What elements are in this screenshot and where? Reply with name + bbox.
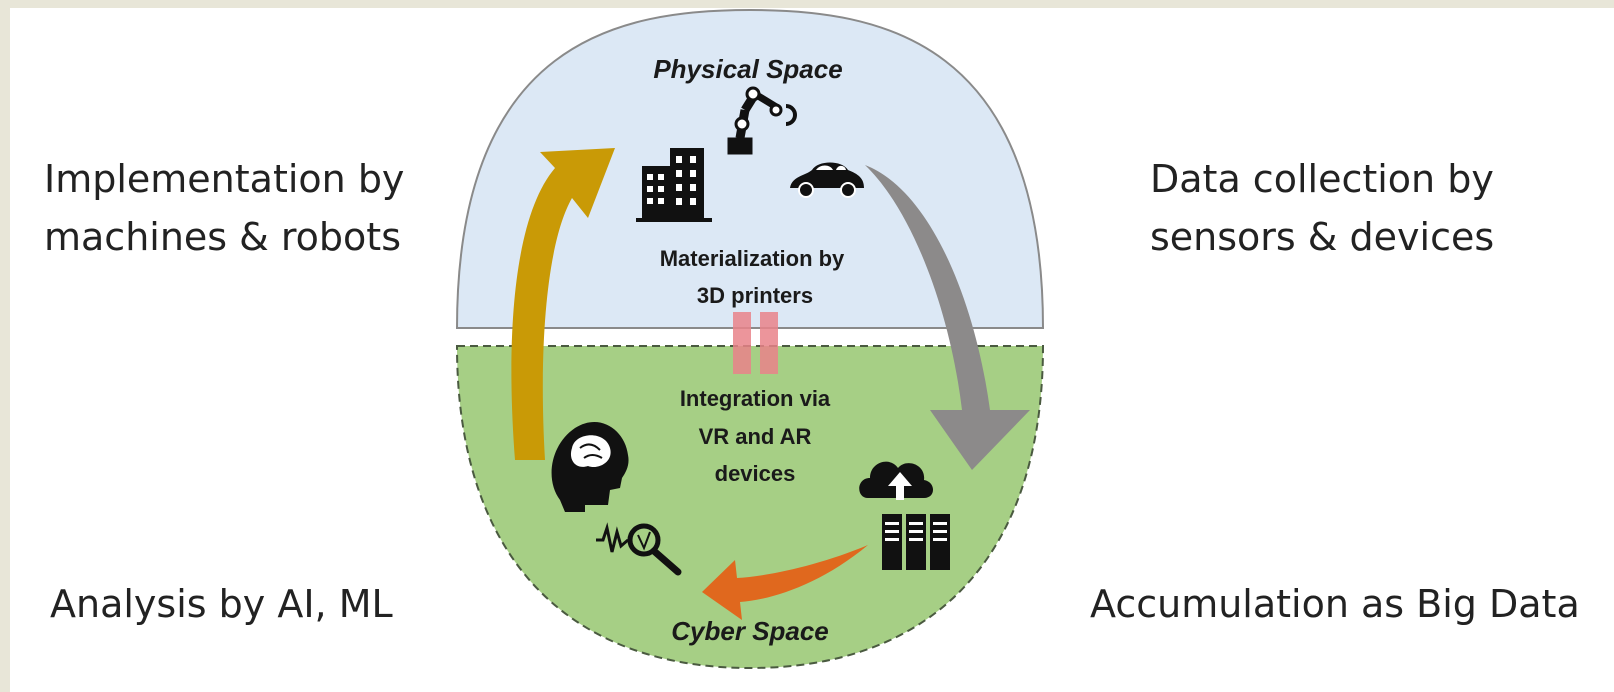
car-icon xyxy=(790,162,864,198)
integration-line2: VR and AR xyxy=(699,424,812,449)
data-collection-arrow xyxy=(865,165,1030,470)
integration-bar-left xyxy=(733,312,751,374)
label-accumulation: Accumulation as Big Data xyxy=(1090,582,1580,626)
integration-bar-right xyxy=(760,312,778,374)
label-data-collection-line2: sensors & devices xyxy=(1150,215,1495,259)
implementation-arrow xyxy=(511,148,615,460)
label-implementation: Implementation by machines & robots xyxy=(44,150,404,266)
integration-line1: Integration via xyxy=(680,386,831,411)
label-data-collection: Data collection by sensors & devices xyxy=(1150,150,1494,266)
label-implementation-line2: machines & robots xyxy=(44,215,401,259)
magnifier-waveform-icon xyxy=(596,522,682,576)
robot-arm-icon xyxy=(727,86,797,155)
physical-space-region xyxy=(455,8,1045,329)
physical-space-title: Physical Space xyxy=(653,54,842,84)
label-data-collection-line1: Data collection by xyxy=(1150,157,1494,201)
accumulation-analysis-arrow xyxy=(702,545,868,620)
integration-line3: devices xyxy=(715,461,796,486)
label-implementation-line1: Implementation by xyxy=(44,157,405,201)
label-analysis: Analysis by AI, ML xyxy=(50,582,393,626)
materialization-line1: Materialization by xyxy=(660,246,845,271)
materialization-line2: 3D printers xyxy=(697,283,813,308)
head-brain-icon xyxy=(551,421,629,512)
building-icon xyxy=(636,148,712,222)
server-rack-icon xyxy=(882,514,950,570)
cyber-space-title: Cyber Space xyxy=(671,616,829,646)
cloud-upload-icon xyxy=(859,461,933,500)
